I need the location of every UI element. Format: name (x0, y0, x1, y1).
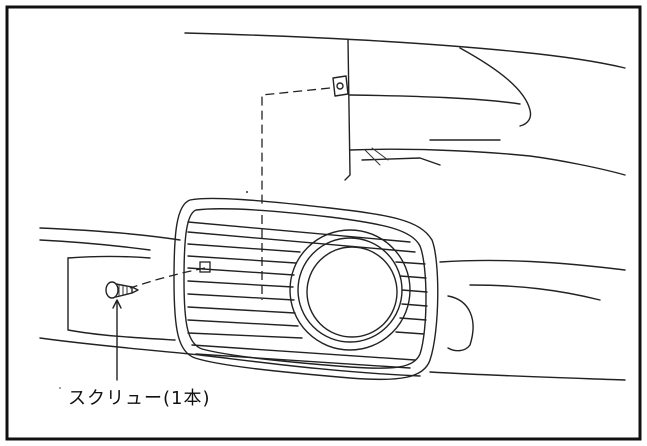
bumper-right-line-1 (439, 259, 626, 271)
bumper-recess (67, 257, 176, 341)
bumper-lower-line (39, 337, 421, 377)
upper-mount-hole (336, 82, 344, 90)
shelf-detail (361, 157, 441, 166)
grille-outer (173, 197, 439, 381)
assembly-line-screw (129, 267, 206, 289)
bumper-shelf-line (349, 148, 626, 176)
speck (246, 191, 248, 193)
bumper-top-edge (184, 32, 626, 69)
fog-lamp-bezel (289, 229, 411, 351)
speck (59, 387, 61, 389)
callout-arrowhead (112, 299, 122, 309)
bumper-left-line-2 (39, 239, 151, 251)
bumper-right-lower (429, 371, 626, 381)
assembly-line-upper (261, 87, 331, 205)
side-marker (447, 295, 474, 352)
shelf-hatch (364, 147, 389, 166)
upper-mount-bracket (332, 75, 349, 97)
screw-callout-label: スクリュー(1本) (68, 388, 211, 409)
bumper-vertical-edge (344, 39, 351, 181)
bumper-left-line-1 (39, 227, 181, 241)
grille-screw-hole (199, 261, 211, 273)
headlamp-corner-upper (459, 47, 532, 127)
figure-frame (5, 5, 642, 441)
grille-inner (183, 208, 427, 369)
fog-lamp-ring (297, 237, 403, 343)
bumper-right-line-2 (469, 284, 601, 301)
bumper-inner-line (349, 94, 521, 105)
fog-lamp-lens (306, 246, 398, 338)
bumper-recess-top (67, 255, 151, 259)
grille-slats (187, 221, 428, 369)
screw-icon (105, 281, 139, 299)
